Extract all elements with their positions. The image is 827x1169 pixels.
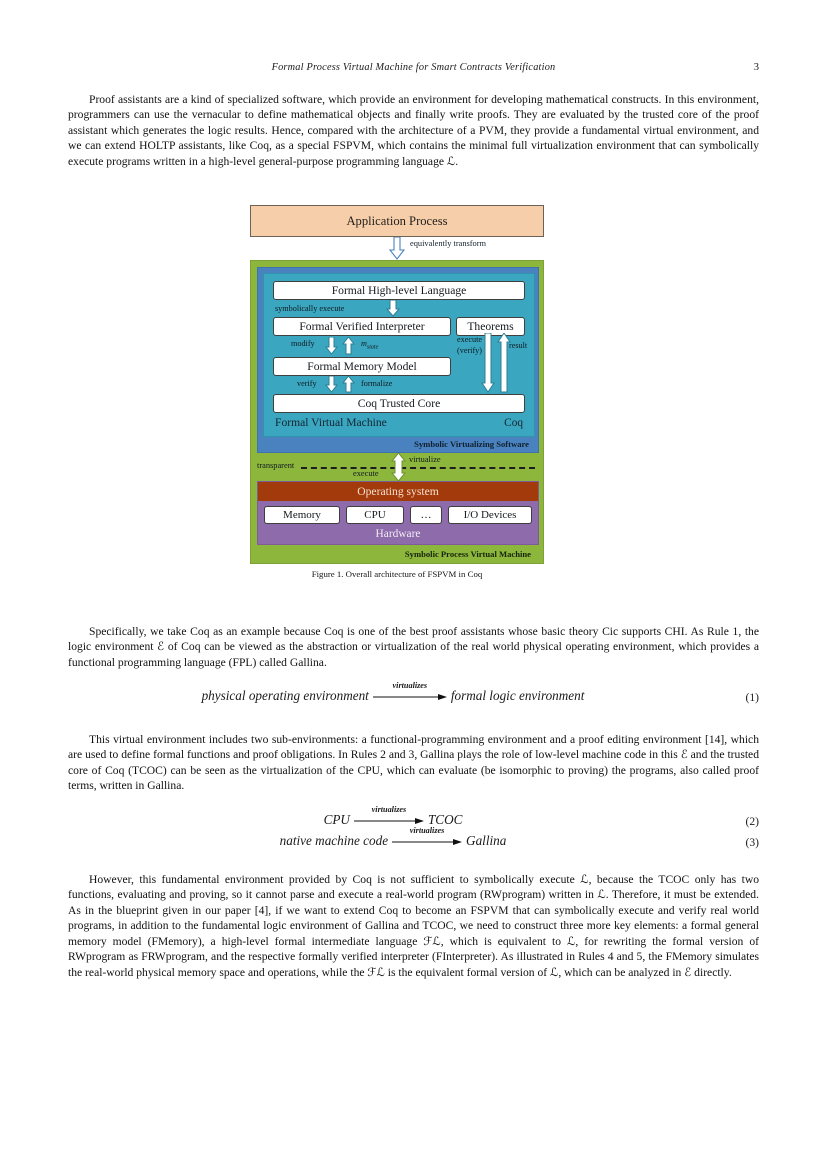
verify-label: verify: [297, 379, 317, 388]
up-arrow-icon: [342, 337, 355, 355]
symbolically-execute-row: symbolically execute: [273, 300, 525, 317]
equation-3-arrow-label: virtualizes: [409, 825, 445, 835]
formal-virtual-machine-label: Formal Virtual Machine: [275, 416, 387, 429]
coq-label: Coq: [504, 417, 523, 429]
down-arrow-icon: [386, 300, 400, 317]
formal-verified-interpreter-label: Formal Verified Interpreter: [299, 320, 425, 333]
equation-1-body: physical operating environment virtualize…: [68, 681, 718, 704]
virtualizes-arrow-icon: virtualizes: [353, 805, 424, 825]
double-headed-arrow-icon: [391, 453, 406, 481]
symbolic-process-virtual-machine-label: Symbolic Process Virtual Machine: [404, 549, 531, 559]
equation-2-number: (2): [745, 815, 759, 828]
down-arrow-icon: [325, 376, 338, 393]
formal-verified-interpreter-box: Formal Verified Interpreter: [273, 317, 451, 336]
transform-connector: equivalently transform: [250, 237, 544, 260]
equation-1-row: physical operating environment virtualize…: [68, 681, 759, 710]
paragraph-1: Proof assistants are a kind of specializ…: [68, 93, 759, 168]
symbolically-execute-label: symbolically execute: [275, 304, 345, 313]
hardware-label: Hardware: [375, 528, 421, 540]
equation-1-lhs: physical operating environment: [201, 688, 369, 703]
theorems-label: Theorems: [467, 320, 514, 333]
operating-system-bar: Operating system: [258, 482, 538, 501]
verify-formalize-row: verify formalize: [273, 376, 525, 394]
dashed-divider: [301, 467, 535, 469]
up-arrow-icon: [342, 376, 355, 393]
equivalently-transform-label: equivalently transform: [410, 239, 487, 248]
paragraph-4: However, this fundamental environment pr…: [68, 873, 759, 979]
equation-2-rhs: TCOC: [427, 812, 463, 827]
verify-paren-label: (verify): [457, 346, 483, 355]
modify-mstate-row: modify mstate execute (verify) result: [273, 333, 528, 393]
equation-1-number: (1): [745, 691, 759, 704]
io-devices-box: I/O Devices: [448, 506, 532, 524]
paragraph-3-container: This virtual environment includes two su…: [68, 732, 759, 794]
paragraph-3: This virtual environment includes two su…: [68, 733, 759, 793]
cpu-box: CPU: [346, 506, 404, 524]
coq-trusted-core-label: Coq Trusted Core: [357, 397, 441, 410]
formal-high-level-language-label: Formal High-level Language: [331, 284, 467, 297]
virtualizes-arrow-icon: virtualizes: [392, 826, 463, 846]
ellipsis-box: …: [410, 506, 442, 524]
execute-label: execute: [457, 335, 482, 344]
ellipsis-label: …: [420, 509, 432, 521]
paragraph-2: Specifically, we take Coq as an example …: [68, 625, 759, 669]
symbolic-virtualizing-software-label: Symbolic Virtualizing Software: [414, 439, 529, 449]
interpreter-theorems-row: Formal Verified Interpreter Theorems: [273, 317, 525, 336]
formalize-label: formalize: [361, 379, 393, 388]
io-devices-label: I/O Devices: [463, 509, 517, 521]
m-state-label: mstate: [361, 339, 379, 351]
application-process-label: Application Process: [346, 213, 448, 228]
equation-2-lhs: CPU: [323, 812, 350, 827]
fvm-band-label: Formal Virtual Machine Coq: [273, 413, 525, 432]
equation-3-lhs: native machine code: [279, 833, 389, 848]
formal-memory-model-box: Formal Memory Model: [273, 357, 451, 376]
formal-high-level-language-box: Formal High-level Language: [273, 281, 525, 300]
virtualize-label: virtualize: [409, 455, 441, 464]
memory-label: Memory: [283, 509, 321, 521]
paragraph-2-container: Specifically, we take Coq as an example …: [68, 624, 759, 670]
formal-memory-model-label: Formal Memory Model: [307, 360, 417, 373]
equation-1-rhs: formal logic environment: [450, 688, 585, 703]
transparent-label: transparent: [257, 461, 295, 470]
equation-3-number: (3): [745, 836, 759, 849]
symbolic-process-vm-container: Formal High-level Language symbolically …: [250, 260, 544, 564]
down-arrow-icon: [325, 337, 338, 355]
symbolic-virtualizing-software-container: Formal High-level Language symbolically …: [257, 267, 539, 453]
running-head-title: Formal Process Virtual Machine for Smart…: [271, 62, 556, 73]
figure-1: Application Process equivalently transfo…: [250, 205, 544, 579]
application-process-box: Application Process: [250, 205, 544, 237]
cpu-label: CPU: [364, 509, 386, 521]
hardware-components-row: Memory CPU … I/O Devices: [258, 501, 538, 527]
formal-virtual-machine-container: Formal High-level Language symbolically …: [263, 273, 535, 437]
virtualizes-arrow-icon: virtualizes: [372, 681, 447, 701]
paragraph-4-container: However, this fundamental environment pr…: [68, 872, 759, 980]
equation-2-arrow-label: virtualizes: [371, 804, 407, 814]
down-arrow-icon: [389, 237, 405, 260]
virtualization-boundary: transparent virtualize execute: [257, 453, 539, 481]
equation-3-rhs: Gallina: [466, 833, 507, 848]
running-head: Formal Process Virtual Machine for Smart…: [68, 62, 759, 78]
equation-1-arrow-label: virtualizes: [392, 680, 428, 690]
memory-box: Memory: [264, 506, 340, 524]
long-up-arrow-icon: [497, 333, 511, 393]
execute-down-label: execute: [353, 469, 379, 478]
figure-caption: Figure 1. Overall architecture of FSPVM …: [311, 569, 483, 579]
modify-label: modify: [291, 339, 315, 348]
hardware-container: Operating system Memory CPU … I/O Device…: [257, 481, 539, 545]
paragraph-1-container: Proof assistants are a kind of specializ…: [68, 92, 759, 169]
operating-system-label: Operating system: [357, 485, 439, 498]
result-label: result: [509, 341, 528, 350]
coq-trusted-core-box: Coq Trusted Core: [273, 394, 525, 413]
page-number: 3: [753, 62, 759, 73]
theorems-box: Theorems: [456, 317, 525, 336]
long-down-arrow-icon: [481, 333, 495, 393]
